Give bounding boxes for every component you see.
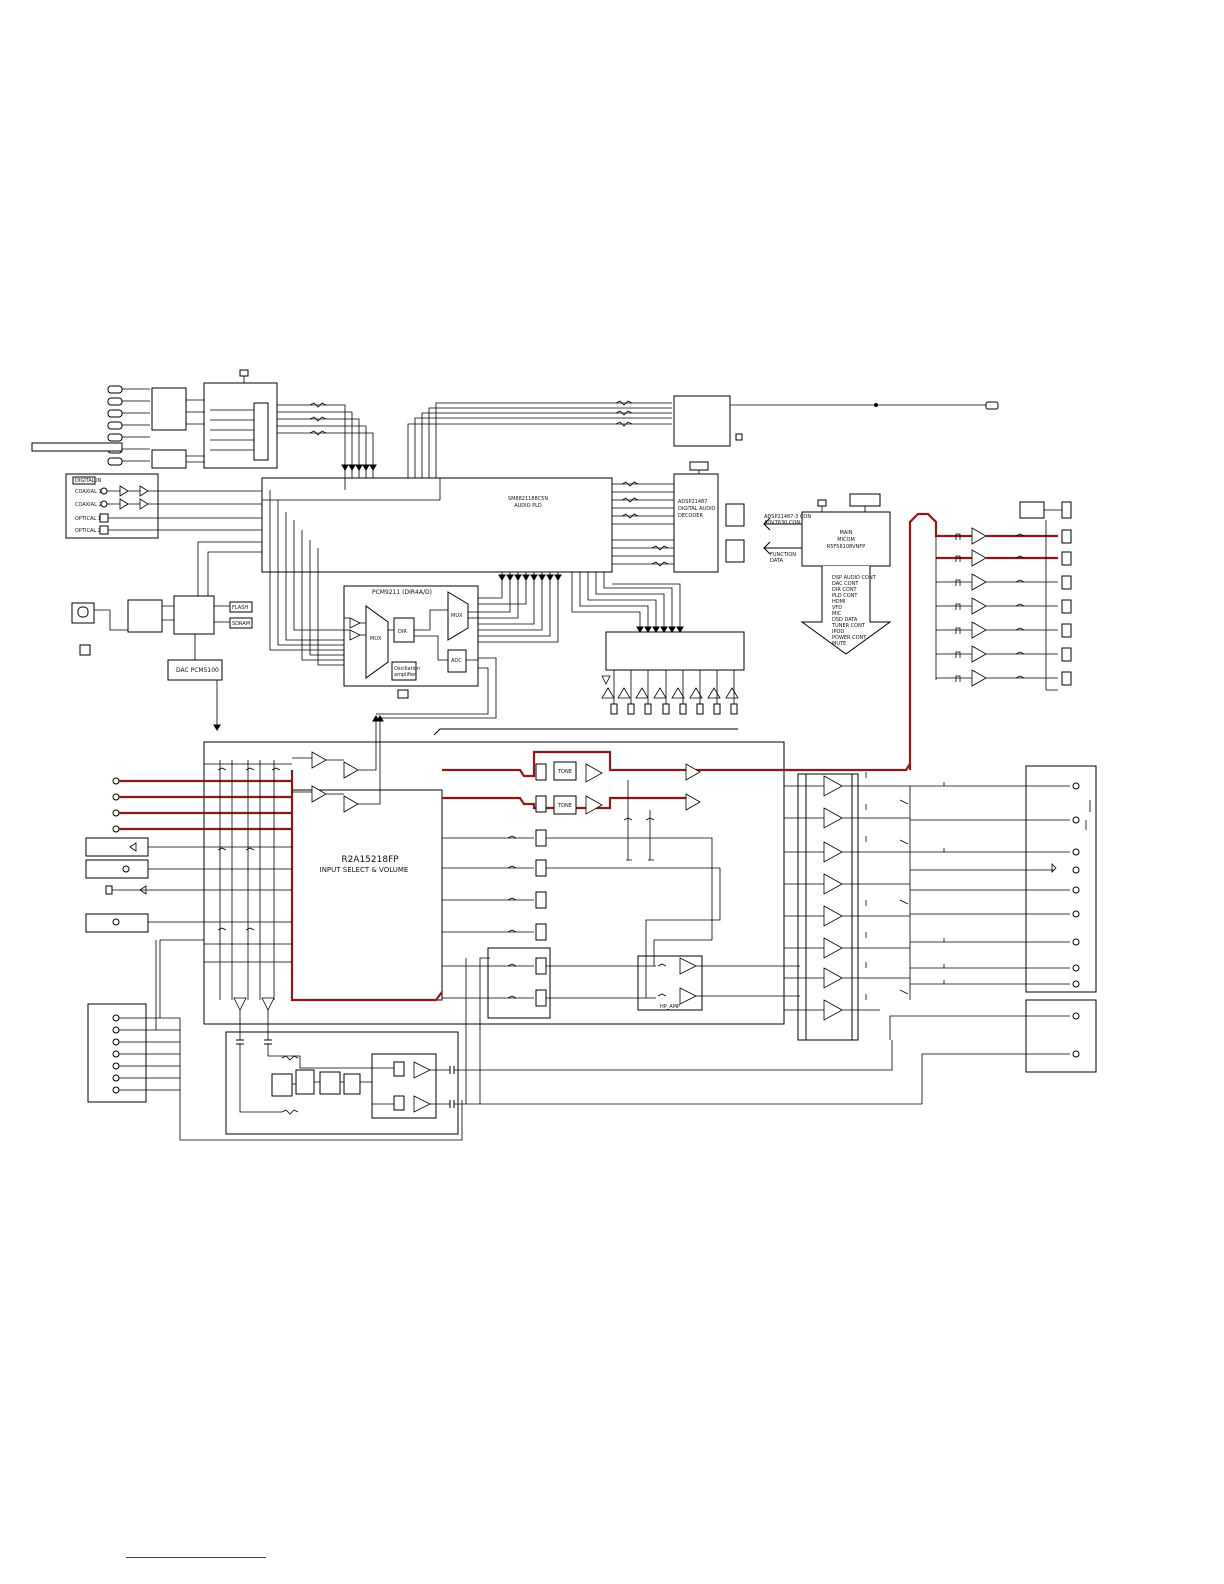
zone-output-section [225,957,922,1135]
pcm-dir-label: DIR [398,629,407,635]
usb-dac-section: FLASH SDRAM DAC PCM5100 [71,541,262,731]
micom-input-data: DATA [770,558,783,564]
multichannel-jacks [112,1014,120,1094]
svg-text:DIR CONT: DIR CONT [832,587,858,593]
input-buffer-1 [151,387,187,431]
audio-pld-label: AUDIO PLD [514,503,542,509]
hdmi-receiver-group [203,382,278,469]
micom-label-1: MAIN [840,530,853,536]
pcm-mux-out-label: MUX [451,613,463,619]
adsp-part: ADSP21487 [678,499,707,505]
digital-in-panel: DIGITAL IN COAXIAL 1 COAXIAL 2 OPTICAL 1… [65,473,262,539]
svg-text:POWER CONT: POWER CONT [832,635,867,641]
dac-outputs [601,670,739,715]
hdmi-switch [253,402,269,461]
svg-text:MIC: MIC [832,611,842,617]
volume-channel-strip: TONE TONE HP_AMP [442,750,911,1019]
speaker-output-amps [908,501,1072,770]
r2a-part: R2A15218FP [341,855,399,865]
micom-label-2: MICOM [837,537,855,543]
tone-label-1: TONE [557,769,572,775]
tone-label-2: TONE [557,803,572,809]
svg-text:DSP AUDIO CONT: DSP AUDIO CONT [832,575,877,581]
input-connectors [31,385,123,466]
pcm9211-receiver: PCM9211 (DIR4A/D) MUX DIR MUX ADC Oscill… [343,572,562,699]
svg-text:PLD CONT: PLD CONT [832,593,858,599]
r2a-label: INPUT SELECT & VOLUME [320,866,409,874]
pre-out-amp-bank [784,765,1097,1104]
pcm-adc-label: ADC [451,658,462,664]
micom-input-adv: ADV7630 CON [764,520,800,526]
svg-text:MUTE: MUTE [832,641,846,647]
r2a-input-select: R2A15218FP INPUT SELECT & VOLUME [85,657,785,1040]
audio-pld-part: SM8821188C5N [508,496,548,502]
pcm-mux-in-label: MUX [370,636,382,642]
svg-text:VFD: VFD [832,605,842,611]
digital-receiver [673,395,731,447]
pcm-osc-label-2: amplifier [394,672,417,678]
main-micom: MAIN MICOM R5F56108VNFP ADSP21487-3 CON … [762,493,892,655]
sdram-label: SDRAM [232,621,250,627]
speaker-terminals [1061,501,1072,686]
micom-output-list: DSP AUDIO CONT DAC CONT DIR CONT PLD CON… [831,575,877,647]
svg-text:IPOD: IPOD [832,629,844,635]
adsp-decoder: ADSP21487 DIGITAL AUDIO DECODER [612,461,745,573]
dac-bank [433,572,745,736]
input-buffer-2 [151,449,187,469]
digital-in-optical-2: OPTICAL 2 [75,528,101,534]
svg-text:DAC CONT: DAC CONT [832,581,859,587]
rca-output-jacks [1072,782,1080,988]
digital-in-title: DIGITAL IN [75,478,102,484]
top-left-inputs [31,369,377,478]
adsp-label-2: DECODER [678,513,703,519]
footer-link-underline [126,1557,266,1558]
svg-text:DSD DATA: DSD DATA [832,617,858,623]
hp-amp-label: HP_AMP [660,1004,680,1010]
micom-input-function: FUNCTION [770,552,796,558]
volume-blocks [535,763,547,1007]
pcm9211-label: PCM9211 (DIR4A/D) [372,589,432,596]
micom-part: R5F56108VNFP [827,544,866,550]
digital-in-coaxial-2: COAXIAL 2 [75,502,102,508]
adsp-label-1: DIGITAL AUDIO [678,506,716,512]
flash-label: FLASH [232,605,248,611]
pcm-osc-label-1: Oscillation [394,666,420,672]
svg-text:HDMI: HDMI [832,599,845,605]
audio-pld: SM8821188C5N AUDIO PLD [261,477,613,666]
digital-in-coaxial-1: COAXIAL 1 [75,489,102,495]
micom-input-adsp: ADSP21487-3 CON [764,514,811,520]
svg-text:TUNER CONT: TUNER CONT [831,623,866,629]
analog-input-jacks [85,777,149,933]
digital-in-optical-1: OPTICAL 1 [75,516,101,522]
multichannel-input [87,939,463,1141]
dac-pcm5100-label: DAC PCM5100 [176,667,219,674]
